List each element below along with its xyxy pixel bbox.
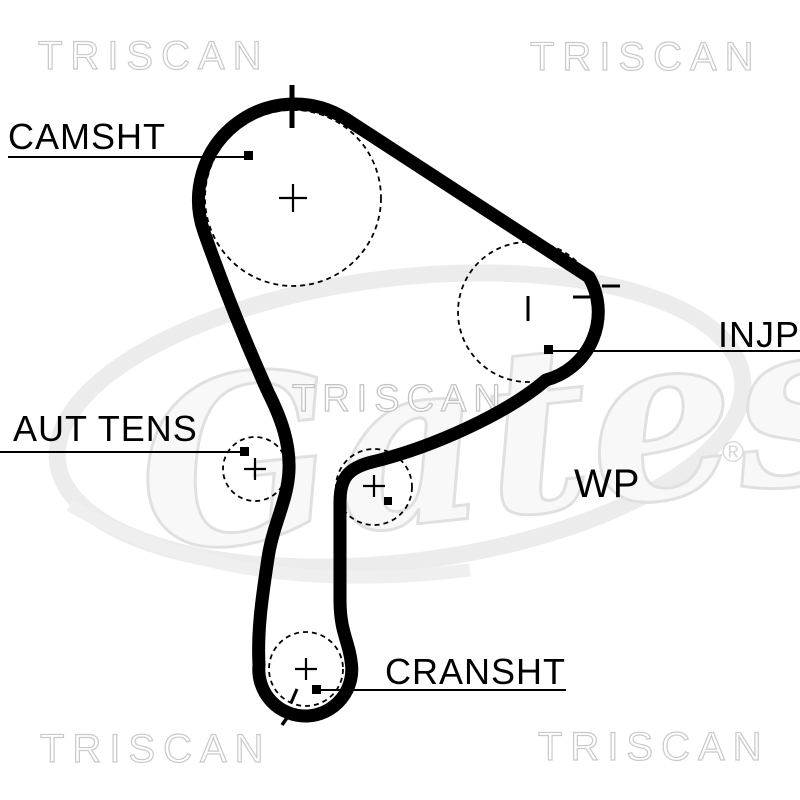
timing-belt-path <box>192 97 605 723</box>
camshaft-leader-dot <box>244 151 253 160</box>
crankshaft-center-cross <box>295 658 317 680</box>
crankshaft-timing-mark-outer <box>280 711 293 726</box>
crankshaft-timing-mark-inner <box>289 688 299 704</box>
triscan-watermarks: TRISCAN TRISCAN TRISCAN TRISCAN TRISCAN <box>37 33 770 771</box>
leader-dots <box>240 151 553 694</box>
watermark-triscan-top-right: TRISCAN <box>530 35 762 79</box>
gates-swoosh-icon <box>48 264 752 576</box>
camshaft-label: CAMSHT <box>8 116 166 157</box>
crankshaft-pulley-circle <box>268 631 344 707</box>
tensioner-leader-dot <box>240 447 249 456</box>
injection-pump-label: INJP <box>718 314 800 355</box>
watermark-triscan-bottom-left: TRISCAN <box>40 727 272 771</box>
registered-trademark-icon: ® <box>722 436 744 469</box>
timing-marks <box>280 85 620 726</box>
water-pump-marker-dot <box>384 497 392 505</box>
tensioner-center-cross <box>244 458 266 480</box>
crankshaft-label: CRANSHT <box>385 651 566 692</box>
watermark-triscan-middle: TRISCAN <box>292 378 508 420</box>
crankshaft-leader-dot <box>312 685 321 694</box>
camshaft-center-cross <box>279 184 307 212</box>
component-labels: CAMSHT AUT TENS INJP WP CRANSHT <box>8 116 800 692</box>
gates-swoosh-tail-icon <box>66 499 471 584</box>
injection-pump-leader-dot <box>544 345 553 354</box>
watermark-triscan-top-left: TRISCAN <box>38 34 270 78</box>
water-pump-center-cross <box>363 475 385 497</box>
center-crosses <box>244 184 385 680</box>
tensioner-label: AUT TENS <box>13 408 198 449</box>
watermark-triscan-bottom-right: TRISCAN <box>538 725 770 769</box>
water-pump-label: WP <box>574 462 640 506</box>
